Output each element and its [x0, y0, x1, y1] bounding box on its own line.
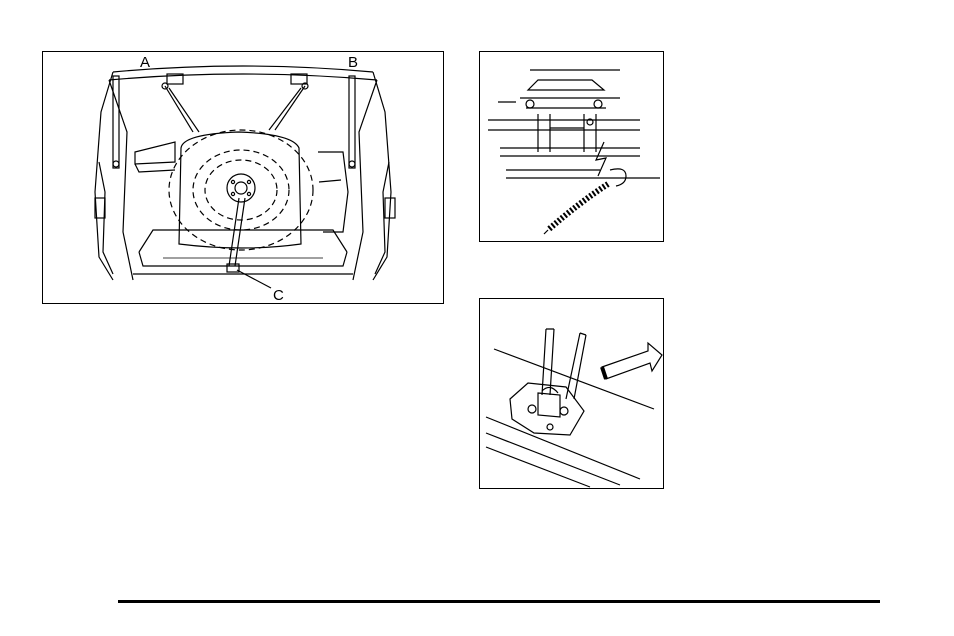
floor-anchor-detail-illustration: [479, 298, 664, 489]
strap-hook-detail-illustration: [479, 51, 664, 242]
callout-c-label: C: [273, 288, 284, 303]
callout-b-label: B: [348, 55, 358, 70]
cargo-area-drawing: [43, 52, 444, 304]
callout-a-label: A: [140, 55, 150, 70]
floor-anchor-drawing: [480, 299, 664, 489]
strap-hook-drawing: [480, 52, 664, 242]
footer-divider-line: [118, 600, 880, 603]
spare-tire-cargo-illustration: [42, 51, 444, 304]
